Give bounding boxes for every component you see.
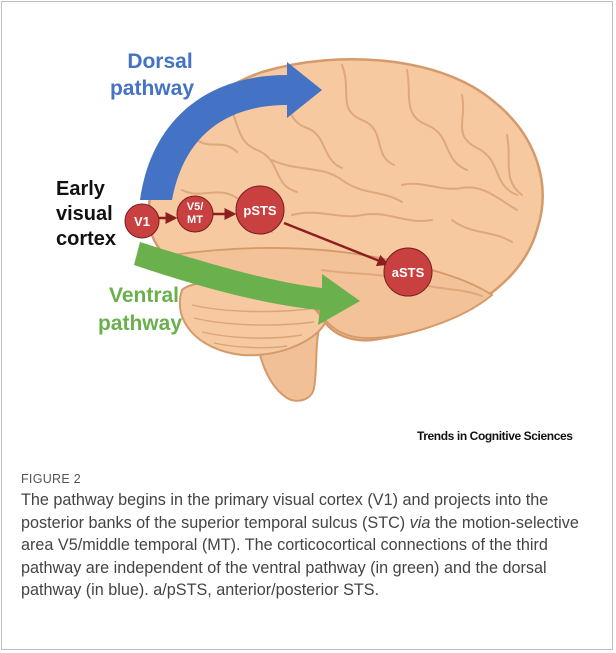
figure-number: FIGURE 2: [21, 472, 81, 486]
node-asts-label: aSTS: [392, 265, 425, 280]
early-visual-label-line3: cortex: [56, 228, 116, 250]
brain-pathway-illustration: V1 V5/ MT pSTS aSTS Dorsal pathway Early…: [22, 20, 592, 420]
ventral-label-line1: Ventral: [109, 284, 179, 307]
ventral-label-line2: pathway: [98, 312, 182, 335]
dorsal-label-line2: pathway: [110, 77, 194, 100]
figure-source-credit: Trends in Cognitive Sciences: [417, 429, 573, 443]
dorsal-label-line1: Dorsal: [127, 50, 192, 73]
figure-caption: The pathway begins in the primary visual…: [21, 489, 596, 602]
node-v5-label-line2: MT: [187, 214, 203, 226]
caption-italic-via: via: [410, 514, 431, 532]
node-v5-label-line1: V5/: [187, 201, 204, 213]
node-v1-label: V1: [134, 214, 150, 229]
early-visual-label-line2: visual: [56, 203, 113, 225]
node-psts-label: pSTS: [243, 203, 277, 218]
early-visual-label-line1: Early: [56, 178, 106, 200]
